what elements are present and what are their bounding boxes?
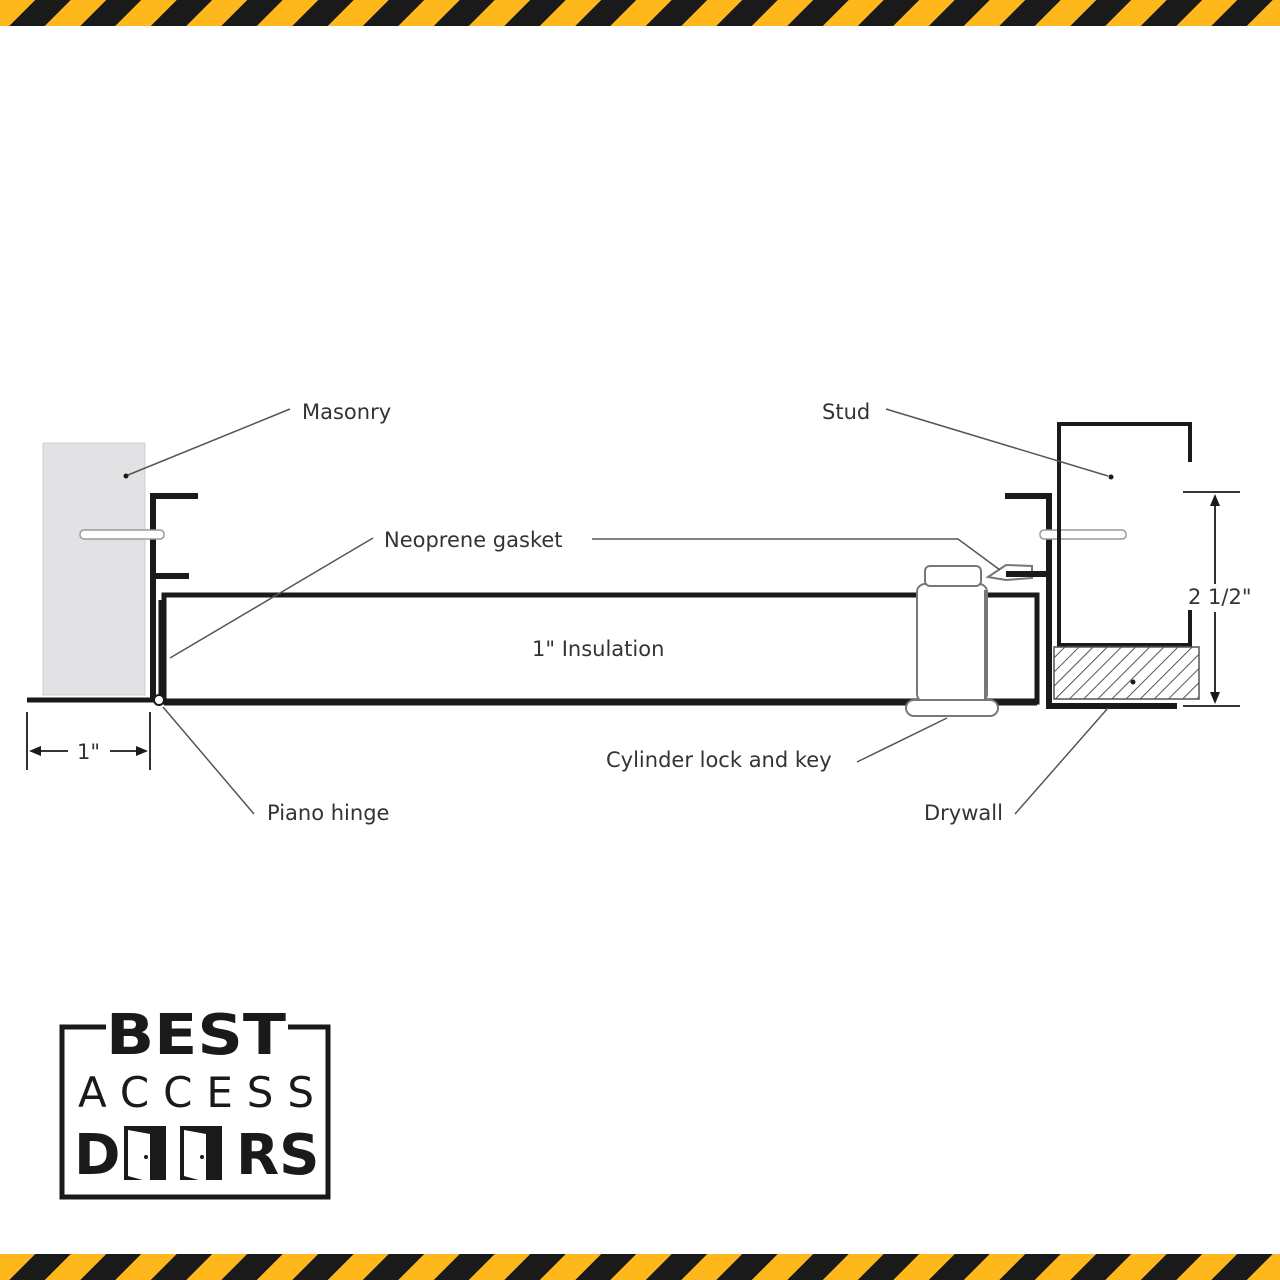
leader-lines [127,408,1109,815]
label-neoprene-gasket: Neoprene gasket [384,528,563,552]
cylinder-lock [905,563,1033,717]
label-dim-width: 1" [77,740,100,764]
leader-drywall [1014,707,1109,815]
label-stud: Stud [822,400,870,424]
leader-cylinder-lock [856,717,948,763]
dim-height [1183,491,1240,707]
leader-gasket-right [592,538,1001,571]
logo-door-icon-1 [124,1126,166,1182]
label-piano-hinge: Piano hinge [267,801,389,825]
drywall-dot [1130,679,1136,685]
left-frame [150,493,198,698]
leader-piano-hinge [162,706,255,815]
label-insulation: 1" Insulation [532,637,664,661]
door-panel [161,592,1040,706]
label-dim-height: 2 1/2" [1188,585,1252,609]
stud-dot [1108,474,1114,480]
drywall-block [1053,646,1200,700]
right-frame [1005,493,1177,709]
stud-outline [1057,422,1192,647]
piano-hinge-circle [153,694,165,706]
right-anchor-screw [1039,529,1127,540]
logo-line-access: ACCESS [78,1068,314,1117]
logo-letter-d: D [74,1123,120,1188]
logo-line-best: BEST [106,1003,286,1068]
leader-stud [885,408,1109,477]
masonry-block [42,442,146,696]
leader-masonry [127,408,291,476]
label-cylinder-lock: Cylinder lock and key [606,748,832,772]
masonry-dot [123,473,129,479]
hazard-stripe-top [0,0,1280,26]
leader-gasket-left [169,537,374,659]
logo-letters-rs: RS [236,1123,319,1188]
logo-door-icon-2 [180,1126,222,1182]
label-drywall: Drywall [924,801,1003,825]
label-masonry: Masonry [302,400,391,424]
dim-width [26,712,151,770]
left-anchor-screw [79,529,165,540]
hazard-stripe-bottom [0,1254,1280,1280]
best-access-doors-logo: BEST ACCESS D RS [59,1003,331,1200]
